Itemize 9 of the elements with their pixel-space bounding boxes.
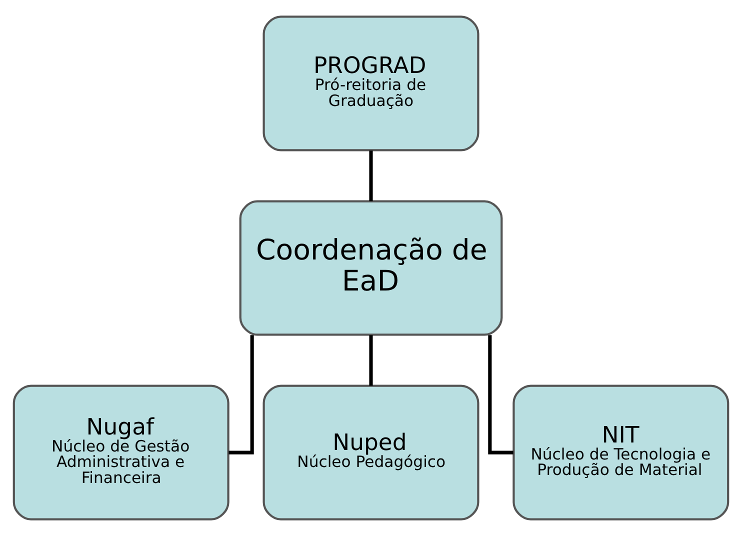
- node-box: Nuped Núcleo Pedagógico: [262, 384, 480, 520]
- connector: [228, 334, 254, 454]
- node-box: Nugaf Núcleo de Gestão Administrativa e Financeira: [12, 384, 230, 520]
- node-box: PROGRAD Pró-reitoria de Graduação: [262, 15, 480, 151]
- connector: [488, 334, 514, 454]
- connector: [369, 334, 373, 386]
- node-box: NIT Núcleo de Tecnologia e Produção de Material: [512, 384, 730, 520]
- connector: [369, 150, 373, 201]
- node-box: Coordenação de EaD: [239, 200, 503, 336]
